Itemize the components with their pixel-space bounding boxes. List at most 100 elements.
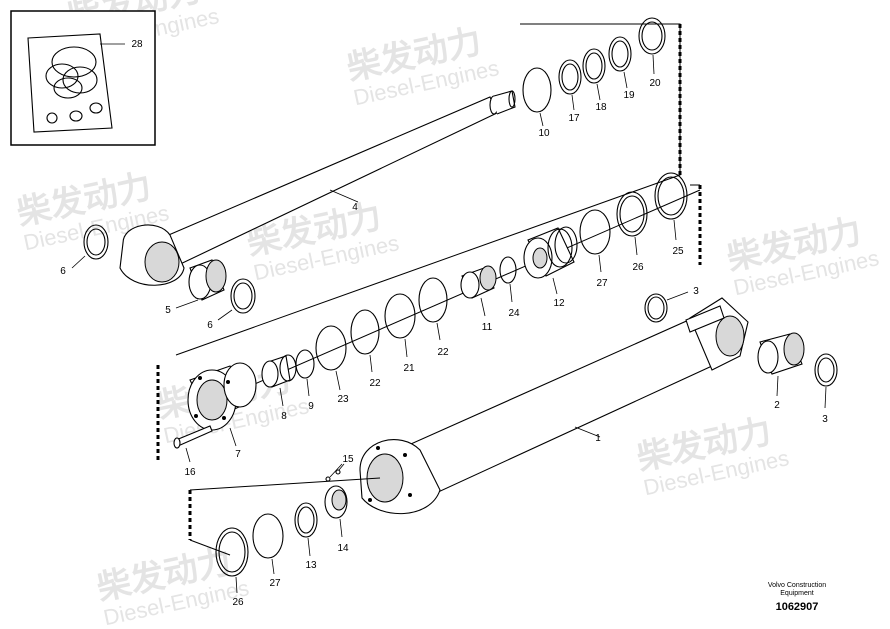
wear-ring-26b (215, 527, 249, 577)
callout-10: 10 (538, 128, 550, 139)
callout-22: 22 (437, 347, 449, 358)
wear-ring-26 (616, 191, 648, 237)
bolt-hole (226, 380, 230, 384)
callout-21: 21 (403, 363, 415, 374)
assembly-axis (189, 477, 381, 491)
dust-seal-6-inner (86, 228, 106, 256)
wear-ring-9 (295, 349, 315, 379)
bushing-8-face (261, 360, 279, 388)
bolt-head (173, 437, 181, 449)
wear-ring-26b-inner (218, 531, 246, 573)
tube-eye-parts: 3 2 3 (644, 286, 838, 425)
seal-ring-27b (252, 513, 284, 559)
bushing-2-face (757, 340, 779, 374)
piston-12-groove (554, 226, 578, 264)
seal-ring-icon (53, 77, 83, 99)
piston-12-bore (532, 247, 548, 269)
leader-line (509, 283, 513, 303)
leader-line (623, 71, 628, 89)
callout-19: 19 (623, 90, 635, 101)
bottom-seal-group: 26 27 13 14 15 (215, 454, 354, 608)
leader-line (175, 299, 199, 309)
callout-27: 27 (269, 578, 281, 589)
collar-11-bore (479, 265, 497, 291)
seal-ring-20 (638, 17, 666, 55)
leader-line (271, 558, 275, 575)
o-ring-24 (499, 256, 517, 284)
callout-25: 25 (672, 246, 684, 257)
dust-seal-3b-inner (817, 357, 835, 383)
leader-line (480, 297, 486, 317)
rod-eye-bore (144, 241, 180, 283)
guide-line (175, 23, 681, 356)
seal-ring-18 (582, 48, 606, 84)
bolt-hole (403, 453, 407, 457)
rod-tip-face (508, 90, 516, 108)
watermark-8: 柴发动力 Diesel-Engines (94, 541, 252, 629)
tube-eye-port (685, 305, 725, 333)
guide-line (189, 539, 231, 556)
leader-line (369, 354, 373, 373)
callout-28: 28 (131, 39, 143, 50)
watermark-2: 柴发动力 Diesel-Engines (344, 21, 502, 110)
seal-ring-18-inner (585, 52, 603, 80)
dust-seal-3 (644, 293, 668, 323)
watermark-7: 柴发动力 Diesel-Engines (634, 411, 792, 500)
bushing-5-bore (205, 259, 227, 293)
dust-seal-3b (814, 353, 838, 387)
seal-ring-icon (51, 46, 97, 78)
leader-line (552, 277, 558, 295)
bolt-hole (408, 493, 412, 497)
leader-line (574, 426, 601, 438)
leader-line (229, 427, 237, 447)
seal-ring-20-inner (641, 21, 663, 51)
collar-11-face (460, 271, 480, 299)
rod-eye-parts: 6 5 6 (60, 224, 256, 331)
drawing-footer: Volvo Construction Equipment 1062907 (742, 582, 852, 613)
rod-tip (493, 90, 516, 115)
leader-line (335, 370, 341, 391)
dust-seal-3-inner (647, 296, 665, 320)
bolt-hole (376, 446, 380, 450)
head-step (223, 362, 257, 408)
leader-line (673, 219, 677, 241)
leader-line (339, 518, 343, 538)
callout-26: 26 (232, 597, 244, 608)
head-bore (196, 379, 228, 421)
callout-9: 9 (308, 401, 314, 412)
rod-seal-group: 10 17 18 19 20 (522, 17, 666, 139)
seal-ring-17 (558, 59, 582, 95)
cylinder-head-7: 7 (187, 362, 257, 460)
callout-12: 12 (553, 298, 565, 309)
set-screw-15 (325, 476, 331, 482)
callout-17: 17 (568, 113, 580, 124)
company-name-line2: Equipment (780, 590, 814, 597)
mid-seal-group: 8 9 23 22 21 22 11 24 12 27 (261, 172, 688, 422)
seal-ring-27 (579, 209, 611, 255)
callout-16: 16 (184, 467, 196, 478)
leader-line (652, 54, 655, 75)
callout-27: 27 (596, 278, 608, 289)
small-seal-icon (69, 110, 83, 122)
callout-6: 6 (60, 266, 66, 277)
callout-3: 3 (693, 286, 699, 297)
leader-line (404, 338, 408, 358)
bolt-hole (194, 414, 198, 418)
watermark-5: 柴发动力 Diesel-Engines (724, 211, 882, 300)
callout-13: 13 (305, 560, 317, 571)
leader-line (634, 236, 638, 256)
leader-line (338, 463, 345, 471)
leader-line (598, 254, 602, 273)
bolt-hole (198, 376, 202, 380)
o-ring-22b (418, 277, 448, 323)
piston-rod-assembly: 4 (119, 90, 516, 286)
leader-line (596, 83, 601, 101)
seal-kit-inset: 28 (10, 10, 156, 146)
wear-ring-26-inner (619, 195, 645, 233)
leader-line (824, 386, 827, 409)
backup-ring-21 (384, 293, 416, 339)
callout-20: 20 (649, 78, 661, 89)
bolt-16: 16 (173, 425, 213, 478)
callout-18: 18 (595, 102, 607, 113)
